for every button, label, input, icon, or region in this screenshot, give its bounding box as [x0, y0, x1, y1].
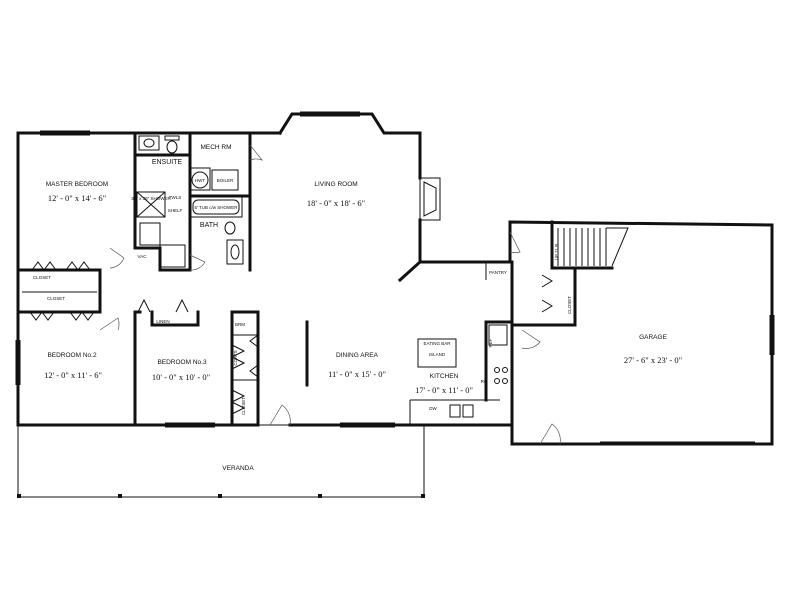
hwt-label: HWT	[195, 178, 205, 183]
bath-label: BATH	[200, 222, 218, 229]
interior-walls	[16, 131, 614, 427]
fixtures	[136, 135, 508, 418]
door-swings	[99, 144, 561, 445]
master-bedroom-size: 12' - 0" x 14' - 6"	[48, 193, 106, 203]
vac-label: VAC	[138, 254, 148, 259]
windows	[15, 111, 775, 443]
broom-label: BRM	[235, 322, 245, 327]
dining-size: 11' - 0" x 15' - 0"	[328, 369, 386, 379]
living-room-label: LIVING ROOM	[314, 181, 357, 188]
staircase	[557, 227, 629, 267]
bedroom3-size: 10' - 0" x 10' - 0"	[152, 372, 210, 382]
ref-label: REF	[488, 338, 493, 347]
dishwasher-label: DW	[429, 406, 437, 411]
shelf-label: SHELF	[168, 208, 183, 213]
living-room-size: 18' - 0" x 18' - 6"	[307, 198, 365, 208]
veranda-label: VERANDA	[222, 465, 254, 472]
garage-size: 27' - 6" x 23' - 0"	[624, 355, 682, 365]
veranda	[17, 424, 425, 498]
pantry-label: PANTRY	[489, 270, 507, 275]
linen-label: LINEN	[156, 319, 169, 324]
bifold-doors	[29, 261, 553, 415]
closet-2-label: CLOSET	[47, 296, 65, 301]
island-label: ISLAND	[429, 352, 446, 357]
kitchen-size: 17' - 0" x 11' - 0"	[415, 385, 473, 395]
master-bedroom-label: MASTER BEDROOM	[46, 181, 108, 188]
closet-3-label: CLOSET	[241, 397, 246, 415]
bedroom2-label: BEDROOM No.2	[47, 352, 97, 359]
small-shower-label: 36" x 36" SHOWER	[131, 196, 171, 201]
exterior-walls	[16, 112, 774, 446]
dining-label: DINING AREA	[336, 352, 379, 359]
closet-1-label: CLOSET	[33, 275, 51, 280]
garage-label: GARAGE	[639, 334, 667, 341]
coats-label: COATS	[233, 350, 238, 365]
tub-shower-label: 5' TUB c/w SHOWER	[194, 205, 238, 210]
eating-bar-label: EATING BAR	[424, 341, 452, 346]
kitchen-label: KITCHEN	[430, 373, 459, 380]
towels-label: TWLS	[169, 195, 182, 200]
stair-up-label: UP 11 R	[554, 243, 559, 260]
bedroom3-label: BEDROOM No.3	[157, 359, 207, 366]
range-label: RG	[481, 379, 488, 384]
ensuite-label: ENSUITE	[152, 159, 183, 166]
boiler-label: BOILER	[217, 178, 234, 183]
bedroom2-size: 12' - 0" x 11' - 6"	[44, 370, 102, 380]
mech-rm-label: MECH RM	[200, 144, 231, 151]
closet-4-label: CLOSET	[567, 296, 572, 314]
